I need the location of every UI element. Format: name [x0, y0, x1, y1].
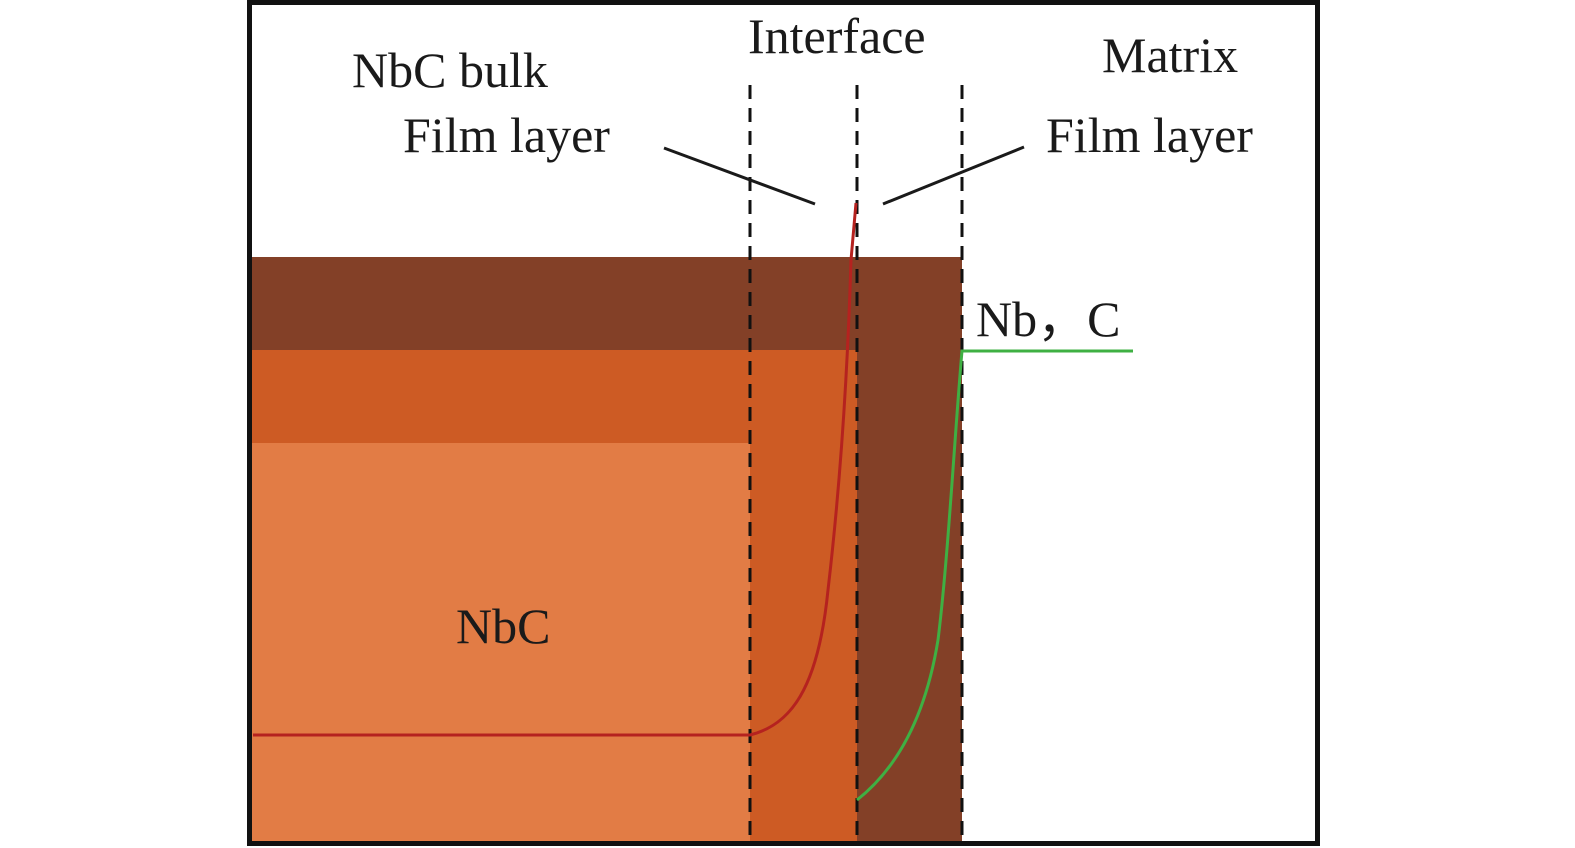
label-nbc: NbC: [456, 598, 550, 654]
leader-line-right: [882, 145, 1025, 206]
leader-line-left: [663, 146, 816, 206]
mid-orange-band: [251, 350, 750, 443]
label-elements: Nb，C: [976, 291, 1120, 347]
label-matrix: Matrix: [1102, 27, 1238, 83]
green-concentration-curve: [856, 349, 1133, 802]
matrix-film-layer-region: [857, 350, 962, 843]
label-film-layer-left: Film layer: [403, 107, 610, 163]
frame: [247, 0, 1320, 846]
nbc-bulk-region: [251, 443, 750, 843]
label-film-layer-right: Film layer: [1046, 107, 1253, 163]
red-concentration-curve: [253, 202, 858, 737]
dark-brown-top-band: [251, 257, 962, 350]
label-interface: Interface: [748, 8, 926, 64]
label-nbc-bulk: NbC bulk: [352, 42, 548, 98]
nbc-film-layer-region: [750, 350, 857, 843]
